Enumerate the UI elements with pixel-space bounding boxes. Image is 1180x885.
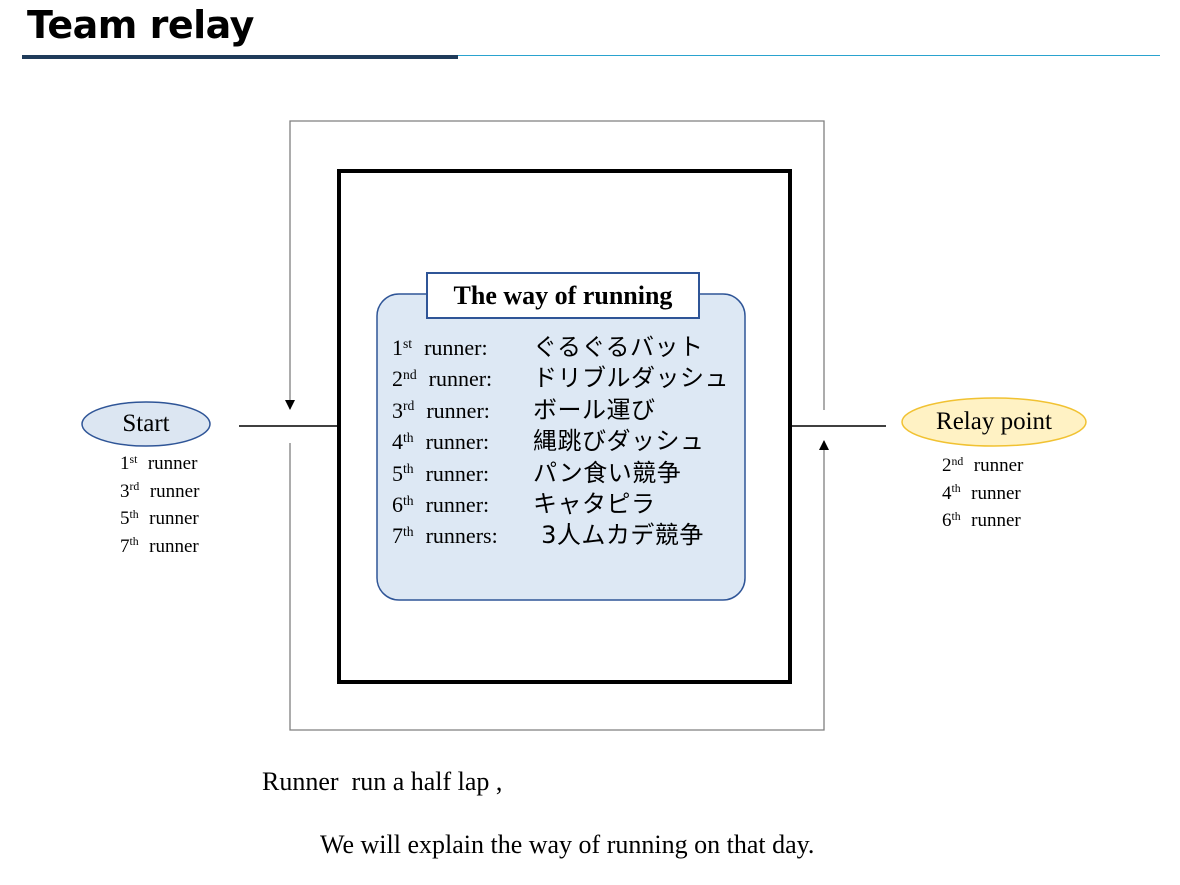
list-item: 4th runner: [942, 482, 1021, 504]
track-lower-path: [289, 440, 829, 731]
way-of-running-title: The way of running: [426, 272, 700, 319]
list-item: 5th runner:パン食い競争: [392, 458, 682, 487]
list-item: 4th runner:縄跳びダッシュ: [392, 427, 705, 456]
start-runner-list: 1st runner 3rd runner 5th runner 7th run…: [120, 450, 199, 560]
note-half-lap: Runner run a half lap ,: [262, 767, 503, 796]
relay-point-oval: [901, 397, 1087, 447]
list-item: 1st runner:ぐるぐるバット: [392, 333, 704, 361]
start-label: Start: [122, 410, 170, 437]
list-item: 3rd runner: [120, 480, 200, 502]
relay-point-label: Relay point: [936, 408, 1052, 435]
list-item: 2nd runner: [942, 454, 1024, 476]
list-item: 1st runner: [120, 452, 198, 474]
list-item: 5th runner: [120, 507, 199, 529]
way-of-running-list: 1st runner:ぐるぐるバット 2nd runner:ドリブルダッシュ 3…: [392, 332, 729, 552]
start-oval: [81, 401, 211, 447]
track-upper-path: [285, 120, 825, 410]
list-item: 3rd runner:ボール運び: [392, 395, 656, 424]
list-item: 7th runners: 3人ムカデ競争: [392, 521, 704, 550]
list-item: 7th runner: [120, 535, 199, 557]
page-title: Team relay: [27, 3, 254, 47]
list-item: 6th runner: [942, 509, 1021, 531]
title-underline-light: [458, 55, 1160, 56]
note-explanation: We will explain the way of running on th…: [320, 830, 815, 859]
title-underline-dark: [22, 55, 458, 59]
relay-runner-list: 2nd runner 4th runner 6th runner: [942, 452, 1023, 535]
list-item: 6th runner:キャタピラ: [392, 490, 656, 519]
list-item: 2nd runner:ドリブルダッシュ: [392, 364, 729, 393]
